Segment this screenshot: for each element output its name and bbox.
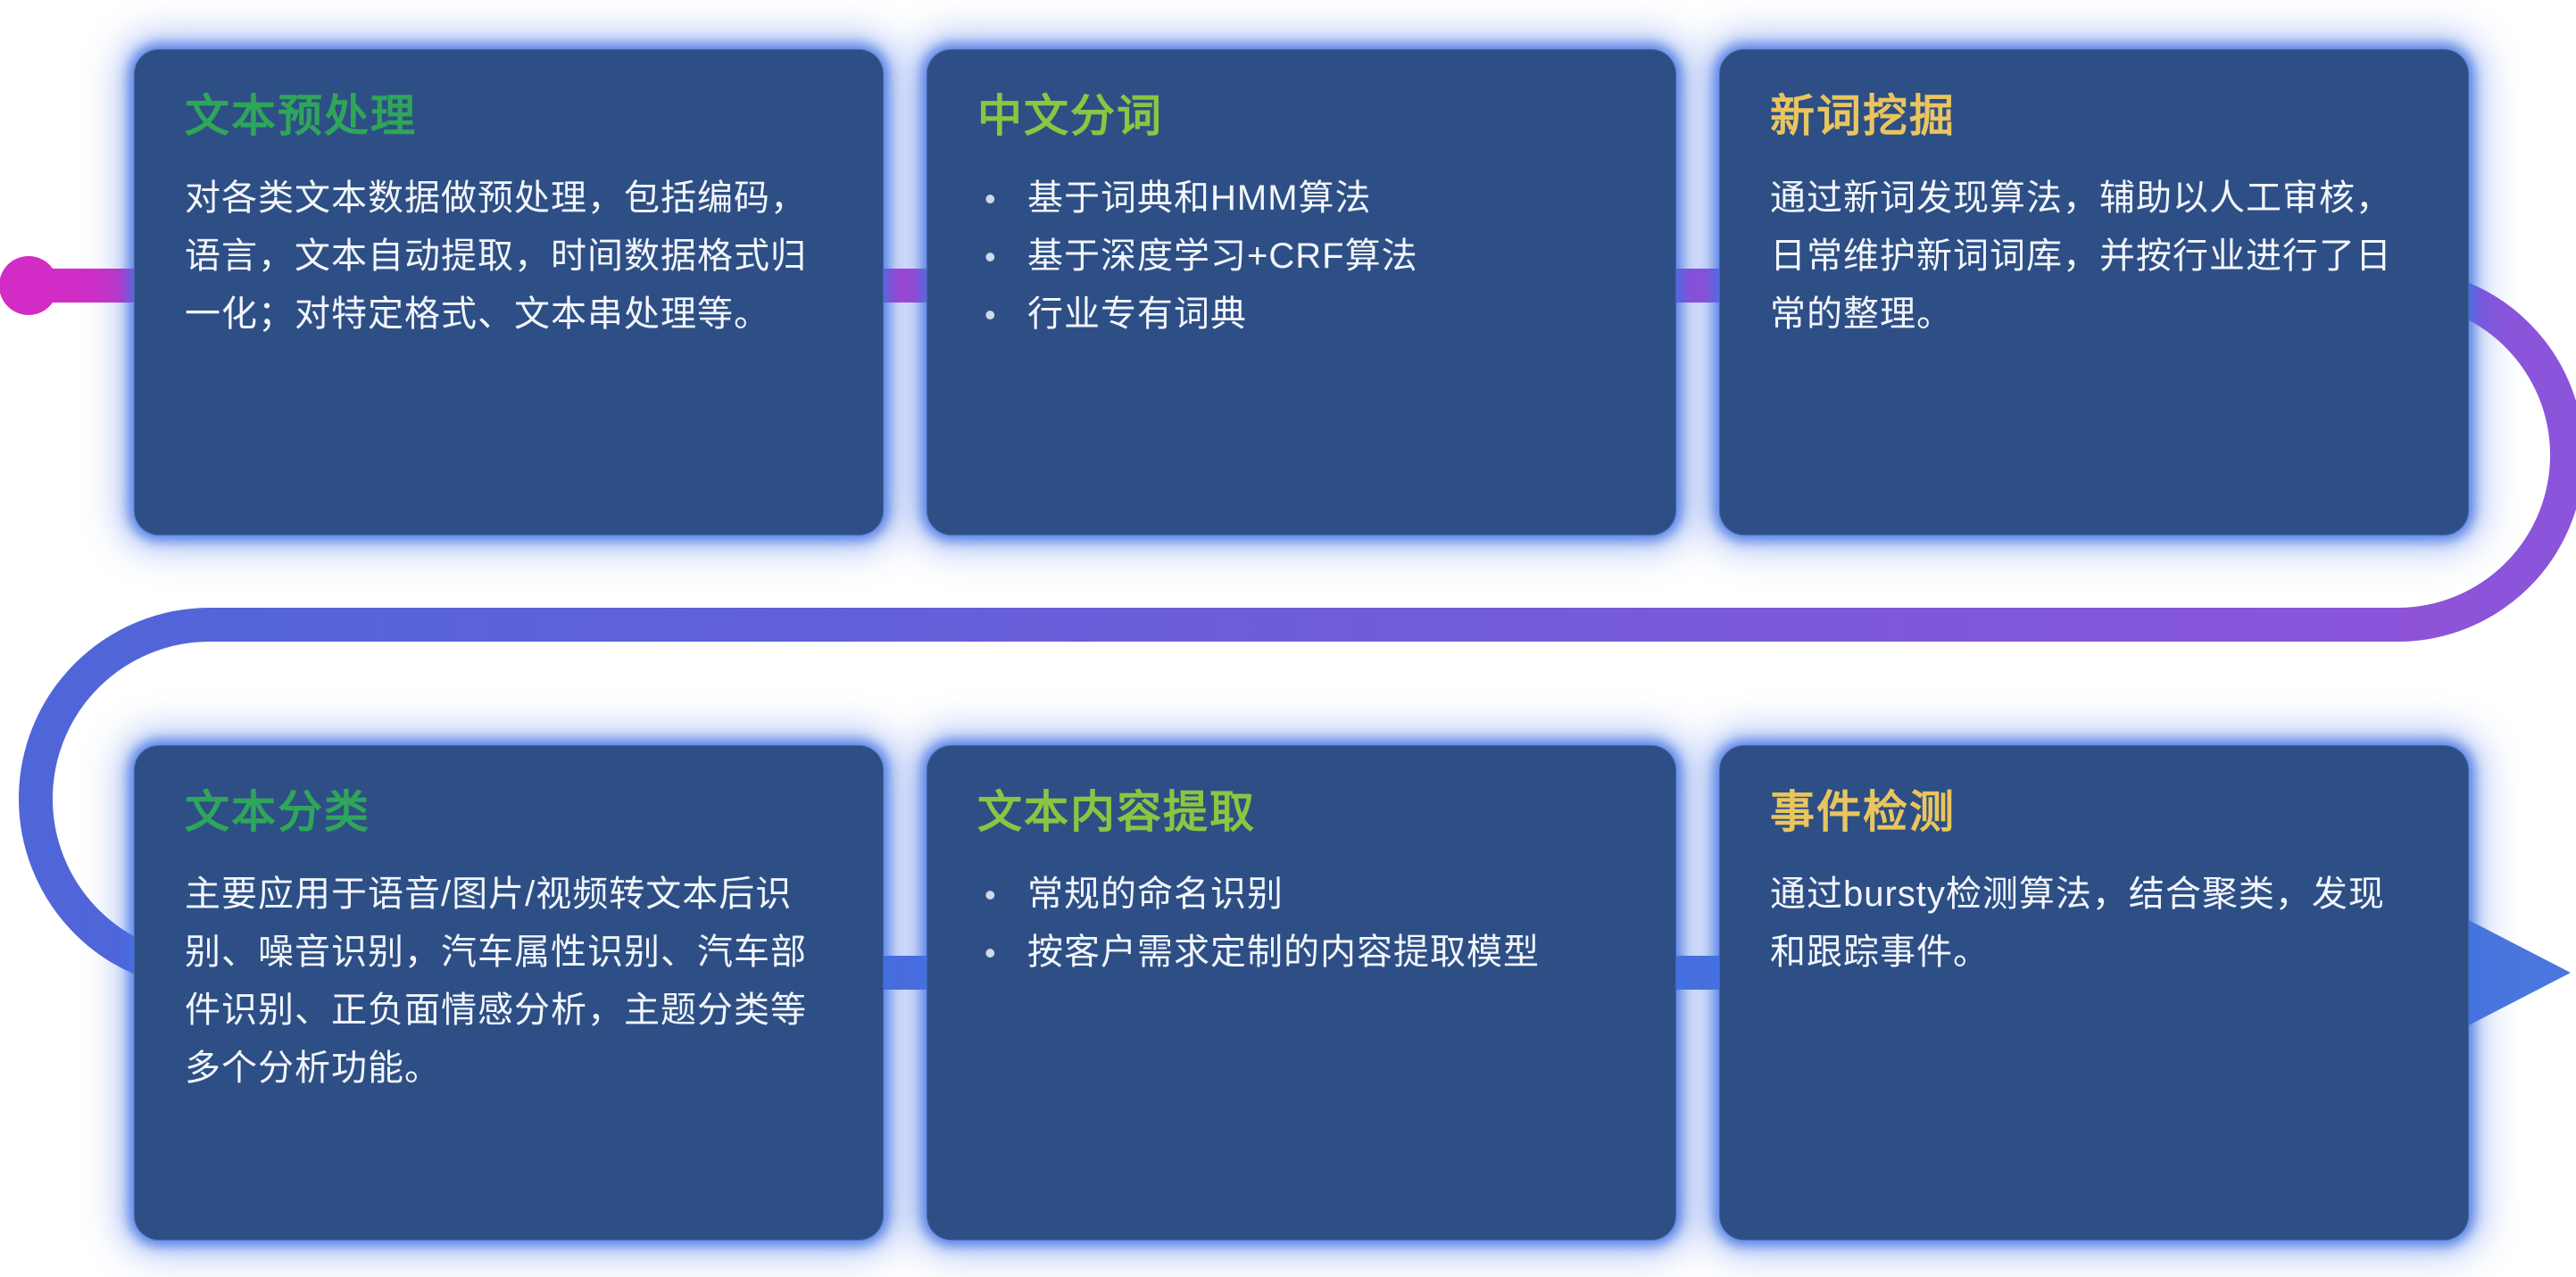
flow-line-middle	[19, 608, 2397, 990]
card-title: 事件检测	[1770, 787, 1956, 837]
card-title: 新词挖掘	[1770, 91, 1956, 141]
list-item: • 按客户需求定制的内容提取模型	[977, 924, 1625, 982]
bullet-icon: •	[985, 179, 997, 217]
bullet-text: 基于深度学习+CRF算法	[1027, 236, 1418, 276]
card-bullet-list: • 常规的命名识别 • 按客户需求定制的内容提取模型	[977, 866, 1625, 982]
card-text-classification: 文本分类 主要应用于语音/图片/视频转文本后识别、噪音识别，汽车属性识别、汽车部…	[134, 745, 884, 1240]
bullet-icon: •	[985, 875, 997, 913]
card-title: 文本分类	[185, 787, 370, 837]
card-chinese-word-segmentation: 中文分词 • 基于词典和HMM算法 • 基于深度学习+CRF算法 • 行业专有词典	[927, 49, 1676, 535]
bullet-icon: •	[985, 295, 997, 333]
list-item: • 基于深度学习+CRF算法	[977, 228, 1625, 286]
bullet-text: 按客户需求定制的内容提取模型	[1027, 932, 1540, 972]
card-title: 文本预处理	[185, 91, 417, 141]
card-event-detection: 事件检测 通过bursty检测算法，结合聚类，发现和跟踪事件。	[1719, 745, 2469, 1240]
card-body: 通过bursty检测算法，结合聚类，发现和跟踪事件。	[1770, 874, 2385, 972]
flow-arrow-icon	[2460, 916, 2571, 1030]
bullet-icon: •	[985, 237, 997, 275]
card-title: 文本内容提取	[977, 787, 1256, 837]
list-item: • 常规的命名识别	[977, 866, 1625, 924]
card-body: 主要应用于语音/图片/视频转文本后识别、噪音识别，汽车属性识别、汽车部件识别、正…	[185, 874, 807, 1088]
card-title: 中文分词	[977, 91, 1163, 141]
card-text-content-extraction: 文本内容提取 • 常规的命名识别 • 按客户需求定制的内容提取模型	[927, 745, 1676, 1240]
bullet-text: 基于词典和HMM算法	[1027, 178, 1372, 218]
list-item: • 行业专有词典	[977, 286, 1625, 344]
bullet-icon: •	[985, 933, 997, 971]
flow-start-dot	[0, 256, 58, 315]
card-body: 对各类文本数据做预处理，包括编码，语言，文本自动提取，时间数据格式归一化；对特定…	[185, 178, 807, 334]
bullet-text: 常规的命名识别	[1027, 874, 1284, 914]
card-bullet-list: • 基于词典和HMM算法 • 基于深度学习+CRF算法 • 行业专有词典	[977, 170, 1625, 344]
card-new-word-mining: 新词挖掘 通过新词发现算法，辅助以人工审核，日常维护新词词库，并按行业进行了日常…	[1719, 49, 2469, 535]
card-body: 通过新词发现算法，辅助以人工审核，日常维护新词词库，并按行业进行了日常的整理。	[1770, 178, 2392, 334]
card-text-preprocessing: 文本预处理 对各类文本数据做预处理，包括编码，语言，文本自动提取，时间数据格式归…	[134, 49, 884, 535]
list-item: • 基于词典和HMM算法	[977, 170, 1625, 228]
bullet-text: 行业专有词典	[1027, 294, 1247, 334]
